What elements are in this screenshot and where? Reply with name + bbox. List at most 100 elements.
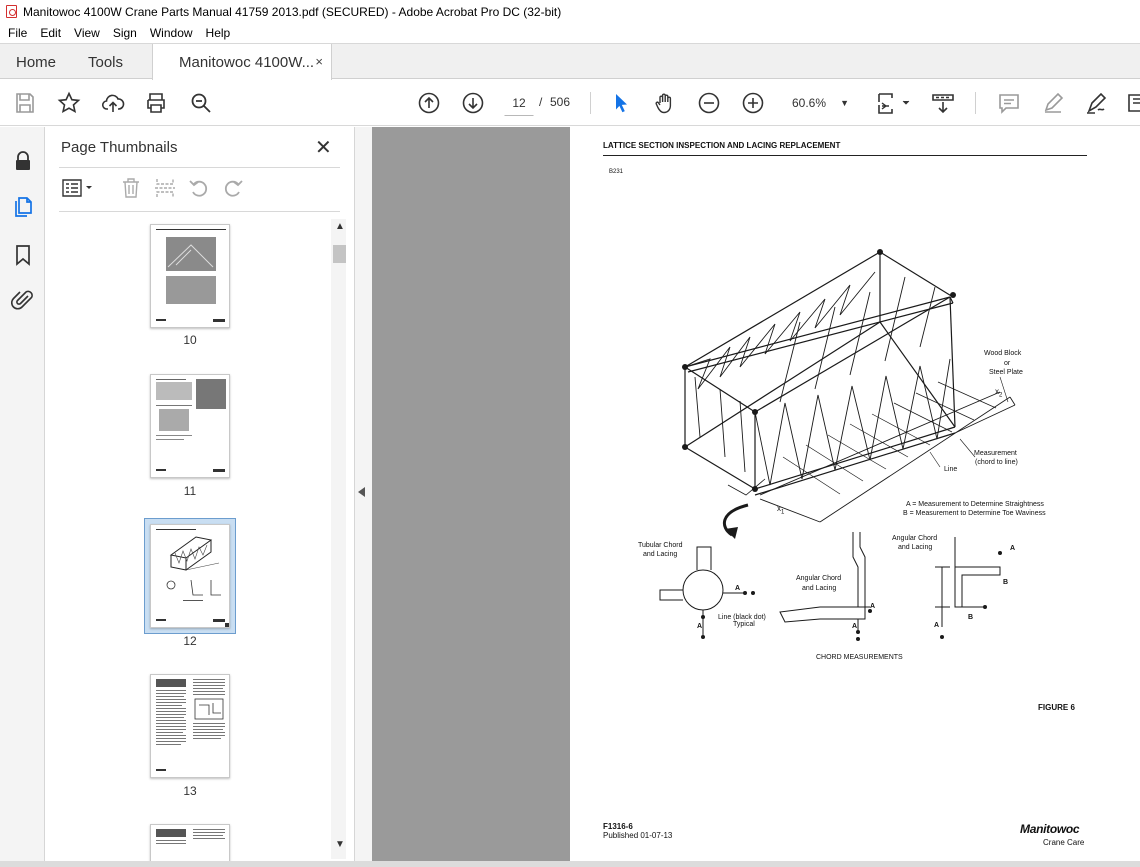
label-typical: Typical <box>733 621 755 628</box>
page-thumbnail[interactable] <box>150 674 230 778</box>
zoom-level-value: 60.6% <box>792 96 827 110</box>
tab-document-label: Manitowoc 4100W... <box>179 54 315 71</box>
page-thumbnails-panel: Page Thumbnails ✕ <box>45 127 354 867</box>
page-thumbnail[interactable] <box>150 824 230 864</box>
tab-close-icon[interactable]: × <box>315 54 323 69</box>
label-a-tubular-vertical: A <box>697 623 703 630</box>
scroll-mode-icon[interactable] <box>931 91 955 115</box>
figure-code: B231 <box>609 169 624 175</box>
collapse-panel-arrow-icon[interactable] <box>358 487 365 497</box>
panel-divider <box>59 211 340 212</box>
toolbar: 12 / 506 60.6% ▼ <box>0 80 1140 126</box>
save-icon[interactable] <box>13 91 37 115</box>
label-chord-to-line: (chord to line) <box>975 459 1018 466</box>
page-number-input[interactable]: 12 <box>504 90 534 116</box>
panel-splitter[interactable] <box>354 127 372 867</box>
scroll-down-icon[interactable]: ▼ <box>335 839 345 850</box>
label-x1: x1 <box>777 504 784 518</box>
label-angular-right-lacing: and Lacing <box>898 544 933 551</box>
bookmark-icon[interactable] <box>11 243 35 267</box>
manitowoc-logo: Manitowoc <box>1020 822 1080 836</box>
left-navigation-rail <box>0 127 45 867</box>
legend-a: A = Measurement to Determine Straightnes… <box>906 501 1044 508</box>
tab-document[interactable]: Manitowoc 4100W... × <box>152 44 332 81</box>
label-tubular-chord: Tubular Chord <box>638 542 683 549</box>
label-line: Line <box>944 466 958 473</box>
label-a-tubular: A <box>735 585 741 592</box>
highlight-pen-icon[interactable] <box>1041 91 1065 115</box>
label-angular-mid-chord: Angular Chord <box>796 575 842 582</box>
thumbnail-options-icon[interactable] <box>61 177 95 199</box>
tab-home[interactable]: Home <box>16 53 57 71</box>
chevron-down-icon: ▼ <box>840 98 849 108</box>
pdf-page <box>570 127 1140 861</box>
header-rule <box>603 155 1087 156</box>
label-x2-subscript: 2 <box>999 392 1003 399</box>
title-bar: Manitowoc 4100W Crane Parts Manual 41759… <box>0 0 1140 23</box>
label-steel-plate: Steel Plate <box>989 369 1023 376</box>
scrollbar-thumb[interactable] <box>333 245 346 263</box>
label-b-angular-right: B <box>1003 579 1009 586</box>
page-thumbnail-selected[interactable] <box>150 524 230 628</box>
label-x2-var: x <box>995 387 999 396</box>
hand-tool-icon[interactable] <box>653 91 677 115</box>
menu-help[interactable]: Help <box>205 26 231 40</box>
acrobat-icon <box>6 5 17 18</box>
page-thumbnail[interactable] <box>150 224 230 328</box>
menu-edit[interactable]: Edit <box>40 26 62 40</box>
document-id: F1316-6 <box>603 822 633 831</box>
find-zoom-icon[interactable] <box>189 91 213 115</box>
zoom-out-icon[interactable] <box>697 91 721 115</box>
label-angular-right-chord: Angular Chord <box>892 535 938 542</box>
thumbnail-page-label: 13 <box>183 784 197 798</box>
thumbnails-scrollbar[interactable] <box>331 219 346 859</box>
label-tubular-lacing: and Lacing <box>643 551 678 558</box>
label-line-black-dot: Line (black dot) <box>718 614 766 621</box>
rotate-counterclockwise-icon[interactable] <box>188 177 210 199</box>
print-icon[interactable] <box>144 91 168 115</box>
lattice-section-illustration <box>659 249 1016 641</box>
delete-page-icon[interactable] <box>120 177 142 199</box>
label-x1-var: x <box>777 504 781 513</box>
previous-page-icon[interactable] <box>417 91 441 115</box>
select-cursor-icon[interactable] <box>609 91 633 115</box>
legend-b: B = Measurement to Determine Toe Wavines… <box>903 510 1046 517</box>
tab-tools[interactable]: Tools <box>88 53 124 71</box>
menu-sign[interactable]: Sign <box>112 26 137 40</box>
next-page-icon[interactable] <box>461 91 485 115</box>
label-a-angular-mid-vertical: A <box>852 623 858 630</box>
comment-icon[interactable] <box>997 91 1021 115</box>
panel-close-icon[interactable]: ✕ <box>315 137 332 159</box>
label-a-angular-mid: A <box>870 603 876 610</box>
page-thumbnail[interactable] <box>150 374 230 478</box>
menu-window[interactable]: Window <box>149 26 193 40</box>
more-tools-icon[interactable] <box>1124 91 1140 115</box>
thumbnail-tools <box>59 177 340 203</box>
attachment-paperclip-icon[interactable] <box>11 288 35 312</box>
total-pages: 506 <box>550 95 571 109</box>
label-x2: x2 <box>995 387 1002 401</box>
scroll-up-icon[interactable]: ▲ <box>335 221 345 232</box>
page-header-title: LATTICE SECTION INSPECTION AND LACING RE… <box>603 141 841 150</box>
fit-page-icon[interactable] <box>876 91 910 115</box>
rotate-clockwise-icon[interactable] <box>222 177 244 199</box>
thumbnail-page-label: 11 <box>183 484 197 498</box>
zoom-in-icon[interactable] <box>741 91 765 115</box>
label-angular-mid-lacing: and Lacing <box>802 585 837 592</box>
label-b-angular-right-bottom: B <box>968 614 974 621</box>
menu-view[interactable]: View <box>74 26 100 40</box>
menu-file[interactable]: File <box>8 26 28 40</box>
draw-signature-icon[interactable] <box>1085 91 1109 115</box>
upload-cloud-icon[interactable] <box>101 91 125 115</box>
label-chord-measurements: CHORD MEASUREMENTS <box>816 654 903 661</box>
zoom-level-select[interactable]: 60.6% ▼ <box>785 90 855 116</box>
figure-number: FIGURE 6 <box>1038 703 1075 712</box>
tab-bar: Home Tools Manitowoc 4100W... × <box>0 43 1140 81</box>
bookmark-star-icon[interactable] <box>57 91 81 115</box>
insert-page-icon[interactable] <box>154 177 176 199</box>
toolbar-divider <box>590 92 591 114</box>
page-thumbnails-icon[interactable] <box>11 195 35 219</box>
label-a-angular-right-vertical: A <box>934 622 940 629</box>
lock-icon[interactable] <box>11 149 35 173</box>
